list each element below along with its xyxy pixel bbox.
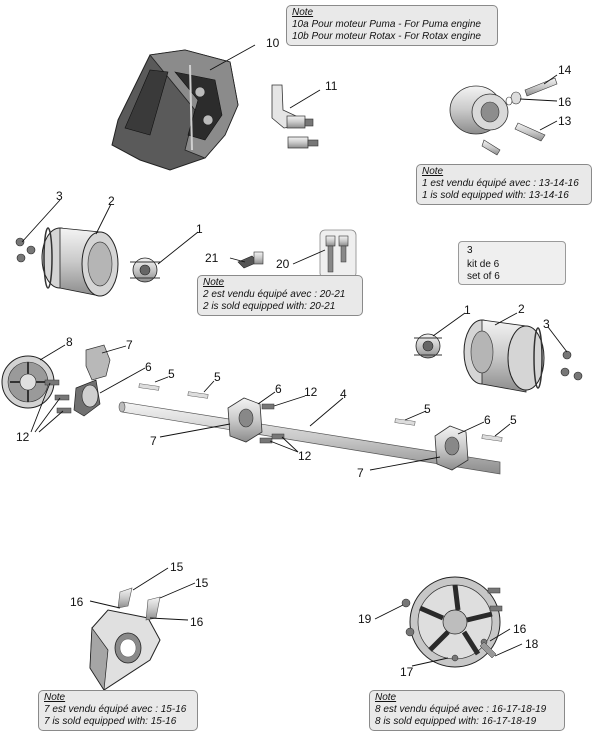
callout-7-right: 7: [357, 466, 364, 480]
callout-6-middle: 6: [275, 382, 282, 396]
engine-guard-part: [111, 49, 239, 171]
callout-16-sprocket: 16: [513, 622, 527, 636]
callout-19: 19: [358, 612, 372, 626]
left-sprocket-group: [1, 344, 111, 417]
callout-11: 11: [325, 79, 338, 93]
bearing-note-line-1: 7 est vendu équipé avec : 15-16: [44, 704, 187, 715]
engine-note-line-2: 10b Pour moteur Rotax - For Rotax engine: [292, 31, 481, 42]
nut-kit-box: 3 kit de 6 set of 6: [458, 241, 566, 285]
callout-5-d: 5: [510, 413, 517, 427]
callout-12-left: 12: [16, 430, 30, 444]
top-hub-part: [449, 77, 558, 156]
sprocket-note-line-2: 8 is sold equipped with: 16-17-18-19: [375, 716, 537, 727]
callout-16-bearing-b: 16: [190, 615, 204, 629]
callout-6-right: 6: [484, 413, 491, 427]
callout-17: 17: [400, 665, 414, 679]
bearing-note-title: Note: [44, 692, 66, 703]
callout-3-left: 3: [56, 189, 63, 203]
callout-2-left: 2: [108, 194, 115, 208]
kit-label-fr: kit de 6: [467, 259, 500, 270]
axle-assembly: [118, 383, 503, 475]
callout-6-left: 6: [145, 360, 152, 374]
callout-10: 10: [266, 36, 280, 50]
sprocket-note-title: Note: [375, 692, 397, 703]
callout-3-right: 3: [543, 317, 550, 331]
bearing-note: Note 7 est vendu équipé avec : 15-16 7 i…: [38, 690, 198, 731]
callout-15-a: 15: [170, 560, 184, 574]
callout-16-bearing-a: 16: [70, 595, 84, 609]
engine-note-line-1: 10a Pour moteur Puma - For Puma engine: [292, 19, 481, 30]
sprocket-note: Note 8 est vendu équipé avec : 16-17-18-…: [369, 690, 565, 731]
callout-18: 18: [525, 637, 539, 651]
callout-1-left: 1: [196, 222, 203, 236]
rim-note-line-1: 2 est vendu équipé avec : 20-21: [203, 289, 346, 300]
callout-4: 4: [340, 387, 347, 401]
hub-note-title: Note: [422, 166, 444, 177]
bracket-part: [271, 84, 319, 149]
callout-5-b: 5: [214, 370, 221, 384]
sprocket-part: [401, 576, 503, 668]
engine-note: Note 10a Pour moteur Puma - For Puma eng…: [286, 5, 498, 46]
bearing-part: [89, 587, 161, 692]
callout-21: 21: [205, 251, 219, 265]
callout-20: 20: [276, 257, 290, 271]
callout-5-a: 5: [168, 367, 175, 381]
valve-and-bolts-part: [237, 229, 357, 279]
callout-12-middle: 12: [304, 385, 318, 399]
kit-part-number: 3: [467, 245, 473, 256]
callout-13: 13: [558, 114, 572, 128]
callout-12-lower: 12: [298, 449, 312, 463]
hub-note: Note 1 est vendu équipé avec : 13-14-16 …: [416, 164, 592, 205]
callout-7-middle: 7: [150, 434, 157, 448]
rim-note-title: Note: [203, 277, 225, 288]
left-wheel-group: [15, 227, 160, 297]
right-wheel-group: [414, 319, 583, 393]
engine-note-title: Note: [292, 7, 314, 18]
rim-note: Note 2 est vendu équipé avec : 20-21 2 i…: [197, 275, 363, 316]
hub-note-line-1: 1 est vendu équipé avec : 13-14-16: [422, 178, 579, 189]
callout-2-right: 2: [518, 302, 525, 316]
kit-label-en: set of 6: [467, 271, 500, 282]
callout-16-top: 16: [558, 95, 572, 109]
sprocket-note-line-1: 8 est vendu équipé avec : 16-17-18-19: [375, 704, 547, 715]
callout-1-right: 1: [464, 303, 471, 317]
callout-7-top: 7: [126, 338, 133, 352]
hub-note-line-2: 1 is sold equipped with: 13-14-16: [422, 190, 569, 201]
callout-5-c: 5: [424, 402, 431, 416]
bearing-note-line-2: 7 is sold equipped with: 15-16: [44, 716, 177, 727]
rim-note-line-2: 2 is sold equipped with: 20-21: [203, 301, 336, 312]
callout-15-b: 15: [195, 576, 209, 590]
leader-lines: [21, 44, 568, 667]
callout-14: 14: [558, 63, 572, 77]
callout-8: 8: [66, 335, 73, 349]
callout-numbers: 10 11 14 16 13 3 2 1 21 20 1 2 3 8 7 6 5…: [16, 36, 572, 679]
